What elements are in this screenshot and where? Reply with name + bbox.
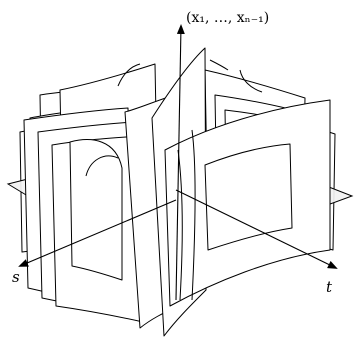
vertical-axis-label: (x₁, …, xₙ₋₁) xyxy=(186,10,269,26)
t-axis xyxy=(175,189,338,269)
axes xyxy=(18,24,338,301)
s-axis-label: s xyxy=(12,268,20,286)
cusp-front-3 xyxy=(209,59,229,71)
cusp-back-1 xyxy=(117,63,141,87)
arch-curve xyxy=(85,155,119,177)
cusp-back-2 xyxy=(239,69,263,93)
cusp-front-2 xyxy=(191,129,196,301)
sheet-front-right-inner xyxy=(204,143,293,251)
s-axis xyxy=(18,199,177,267)
t-axis-label: t xyxy=(326,278,333,296)
cusp-front-1 xyxy=(177,149,183,301)
vertical-axis xyxy=(175,24,185,301)
sheet-arch-left xyxy=(69,139,123,281)
